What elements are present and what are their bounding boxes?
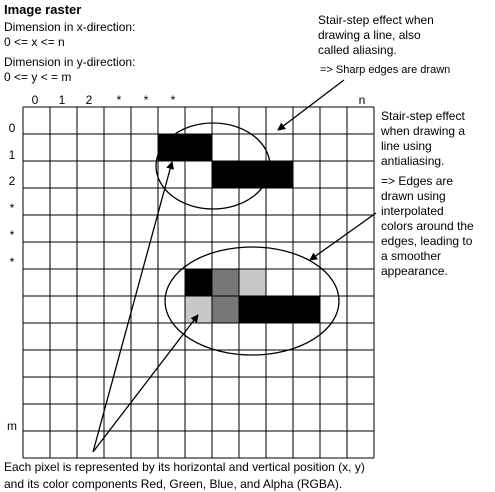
aliasing-arrow xyxy=(277,79,345,131)
antialiasing-note-line: => Edges are xyxy=(381,174,454,188)
antialiasing-caption-line: antialiasing. xyxy=(381,154,445,168)
row-label: * xyxy=(9,201,15,215)
footer-line: and its color components Red, Green, Blu… xyxy=(4,477,343,491)
row-label: * xyxy=(9,255,15,269)
antialiasing-caption-line: line using xyxy=(381,139,432,153)
raster-pixel xyxy=(293,296,320,323)
x-dimension-range: 0 <= x <= n xyxy=(4,35,65,49)
aliasing-ellipse xyxy=(155,122,271,210)
row-label: 2 xyxy=(8,174,16,188)
antialiasing-note-line: a smoother xyxy=(381,249,442,263)
footer-arrow-to-aliased-pixel xyxy=(92,161,175,453)
column-label: * xyxy=(170,93,176,107)
row-label: m xyxy=(7,419,17,433)
antialiasing-note-line: appearance. xyxy=(381,264,448,278)
raster-pixel xyxy=(239,161,266,188)
column-label: * xyxy=(143,93,149,107)
antialiasing-note-line: colors around the xyxy=(381,219,474,233)
raster-pixel xyxy=(185,269,212,296)
antialiasing-arrow xyxy=(309,212,377,261)
aliasing-caption-line: Stair-step effect when xyxy=(318,13,434,27)
column-label: * xyxy=(116,93,122,107)
footer-arrow-to-antialiased-pixel xyxy=(92,314,199,453)
raster-pixel xyxy=(239,296,266,323)
row-label: 1 xyxy=(8,148,16,162)
column-label: 0 xyxy=(31,93,39,107)
raster-pixel xyxy=(239,269,266,296)
raster-pixel xyxy=(185,134,212,161)
y-dimension-range: 0 <= y < = m xyxy=(4,70,72,84)
antialiasing-note-line: drawn using xyxy=(381,189,446,203)
column-label: n xyxy=(358,93,366,107)
antialiasing-caption-line: Stair-step effect xyxy=(381,109,465,123)
row-label: 0 xyxy=(8,121,16,135)
raster-pixel xyxy=(212,296,239,323)
raster-pixel xyxy=(266,296,293,323)
raster-pixel xyxy=(158,134,185,161)
raster-pixel xyxy=(212,161,239,188)
footer-line: Each pixel is represented by its horizon… xyxy=(4,460,365,474)
antialiasing-caption-line: when drawing a xyxy=(381,124,466,138)
raster-pixel xyxy=(185,296,212,323)
raster-grid xyxy=(22,106,375,459)
raster-pixel xyxy=(212,269,239,296)
row-label: * xyxy=(9,228,15,242)
diagram-title: Image raster xyxy=(4,2,82,17)
antialiasing-ellipse xyxy=(164,246,340,356)
column-label: 2 xyxy=(85,93,93,107)
aliasing-caption-line: drawing a line, also xyxy=(318,28,421,42)
aliasing-caption-line: called aliasing. xyxy=(318,43,397,57)
aliasing-note: => Sharp edges are drawn xyxy=(320,64,451,76)
antialiasing-note-line: interpolated xyxy=(381,204,444,218)
antialiasing-note-line: edges, leading to xyxy=(381,234,473,248)
x-dimension-label: Dimension in x-direction: xyxy=(4,20,136,34)
y-dimension-label: Dimension in y-direction: xyxy=(4,55,136,69)
column-label: 1 xyxy=(58,93,66,107)
pixel-layer xyxy=(158,134,320,323)
